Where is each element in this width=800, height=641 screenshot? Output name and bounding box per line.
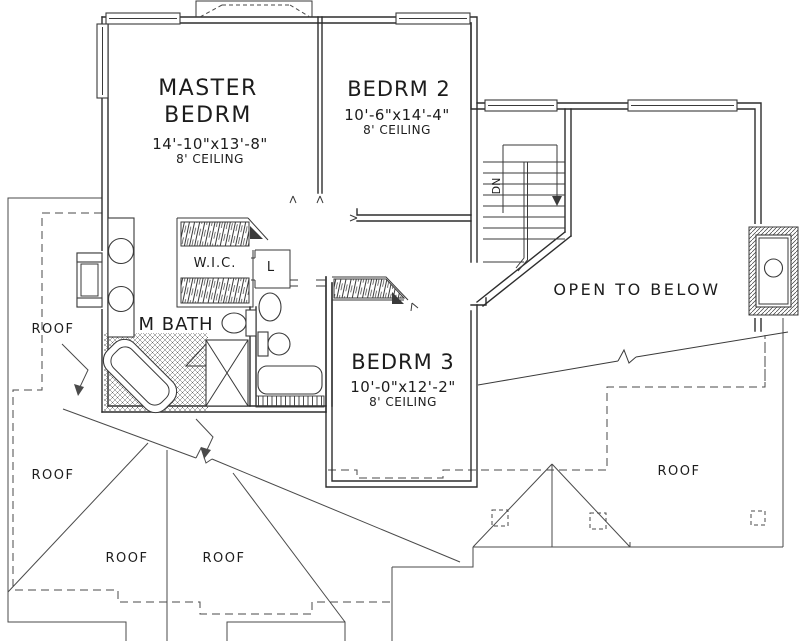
labels: MASTER BEDRM 14'-10"x13'-8" 8' CEILING B… xyxy=(32,76,720,566)
bay-window xyxy=(75,251,105,309)
bedroom3-dims: 10'-0"x12'-2" xyxy=(350,378,456,396)
corner-tub xyxy=(102,338,178,414)
roof-label: ROOF xyxy=(203,551,246,566)
hall-bath-fixtures xyxy=(255,292,325,408)
master-bath-fixtures xyxy=(102,217,257,414)
roof-label: ROOF xyxy=(658,464,701,479)
wic-label: W.I.C. xyxy=(194,256,237,271)
fireplace xyxy=(745,224,800,318)
toilet xyxy=(221,309,257,337)
entry-bay-roof xyxy=(195,0,313,18)
roof-label: ROOF xyxy=(106,551,149,566)
window xyxy=(105,12,181,25)
bathtub xyxy=(255,365,325,408)
master-bedroom-ceiling: 8' CEILING xyxy=(176,152,244,166)
tub-surround xyxy=(255,395,325,408)
master-bedroom-label-line2: BEDRM xyxy=(164,103,252,128)
bedroom3-ceiling: 8' CEILING xyxy=(369,395,437,409)
sink xyxy=(107,237,135,265)
open-to-below-label: OPEN TO BELOW xyxy=(553,280,720,299)
roof-label: ROOF xyxy=(32,322,75,337)
stairs-railing xyxy=(515,162,528,272)
stairs-down-arrow xyxy=(552,196,562,206)
flue xyxy=(763,258,784,278)
master-bath-label: M BATH xyxy=(138,314,213,335)
stairs: DN xyxy=(483,144,565,272)
double-vanity xyxy=(107,217,135,338)
sink xyxy=(258,292,282,322)
bedroom2-dims: 10'-6"x14'-4" xyxy=(344,106,450,124)
bedroom2-label: BEDRM 2 xyxy=(347,77,451,101)
windows xyxy=(75,12,738,309)
window xyxy=(484,99,558,112)
roof-label: ROOF xyxy=(32,468,75,483)
bedroom2-ceiling: 8' CEILING xyxy=(363,123,431,137)
sink xyxy=(107,285,135,313)
master-bedroom-dims: 14'-10"x13'-8" xyxy=(152,135,268,153)
linen-label: L xyxy=(267,260,275,275)
toilet xyxy=(257,331,291,357)
roof-slope-arrow xyxy=(61,343,89,396)
bedroom3-label: BEDRM 3 xyxy=(351,350,455,374)
shower xyxy=(184,339,249,407)
roof-slope-arrow xyxy=(195,418,214,459)
window xyxy=(627,99,738,112)
window xyxy=(96,23,109,99)
stairs-direction-label: DN xyxy=(490,178,503,195)
roof-linework xyxy=(7,197,789,641)
bedroom3-closet-rod xyxy=(333,278,406,299)
master-bedroom-label-line1: MASTER xyxy=(158,76,258,101)
window xyxy=(395,12,471,25)
wic-closet-rods xyxy=(180,221,250,304)
